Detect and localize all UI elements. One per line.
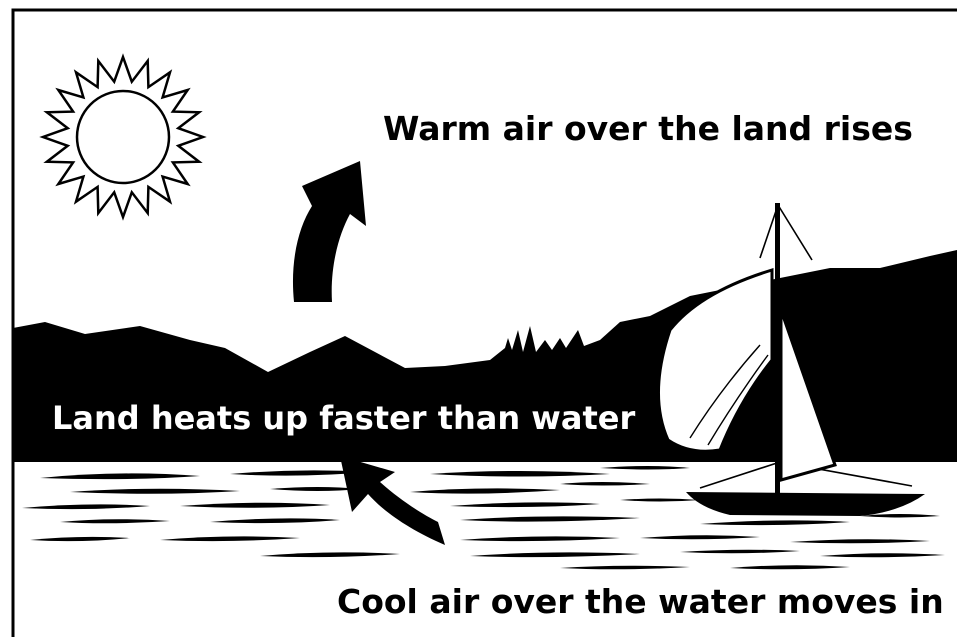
inflow-arrow-icon — [340, 456, 445, 545]
rising-arrow-icon — [293, 161, 366, 302]
warm-air-label: Warm air over the land rises — [383, 112, 913, 145]
land-heats-label: Land heats up faster than water — [52, 402, 635, 434]
water-waves — [22, 466, 945, 569]
cool-air-label: Cool air over the water moves in — [337, 585, 944, 618]
sun-icon — [43, 57, 203, 217]
